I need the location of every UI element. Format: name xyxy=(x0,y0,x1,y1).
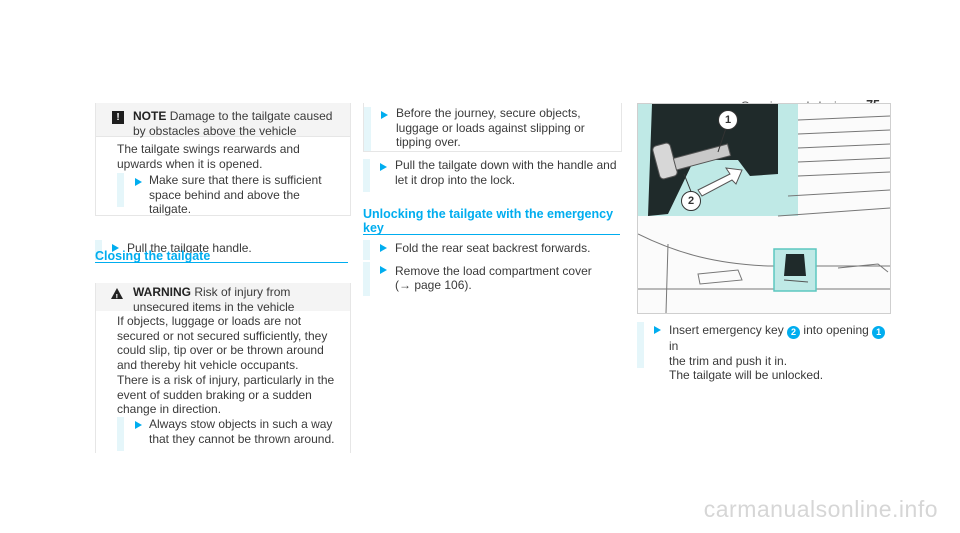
marker-1-icon: 1 xyxy=(718,110,738,130)
rear-slats xyxy=(777,115,890,217)
closing-heading: Closing the tailgate xyxy=(95,249,211,263)
insert-text-2: into opening xyxy=(803,323,869,337)
key-blade xyxy=(672,143,732,171)
warning-box: ! WARNING Risk of injury from unsecured … xyxy=(95,283,351,453)
warning-title: WARNING Risk of injury from unsecured it… xyxy=(133,285,348,314)
warning-continued-box: Before the journey, secure objects, lugg… xyxy=(363,103,622,152)
step-bar xyxy=(117,173,124,207)
note-step: Make sure that there is sufficient space… xyxy=(149,173,322,216)
step-arrow-icon xyxy=(135,421,142,429)
warning-step: Always stow objects in such a way that t… xyxy=(149,417,335,446)
insert-text-3: in xyxy=(669,339,679,353)
warning-triangle-icon xyxy=(111,288,123,299)
unlocking-heading-rule xyxy=(363,234,620,235)
figure-illustration xyxy=(638,104,890,313)
note-title-text: Damage to the tailgate caused by obstacl… xyxy=(133,109,333,138)
step-bar xyxy=(363,240,370,260)
warning-title-text: Risk of injury from unsecured items in t… xyxy=(133,285,295,314)
step-fold-backrest: Fold the rear seat backrest forwards. xyxy=(395,241,591,255)
marker-key-icon: 2 xyxy=(787,326,801,339)
note-box: ! NOTE Damage to the tailgate caused by … xyxy=(95,103,351,216)
step-pull-down: Pull the tailgate down with the handle a… xyxy=(395,158,617,187)
insert-arrow-icon xyxy=(697,167,743,197)
step-arrow-icon xyxy=(380,163,387,171)
step-arrow-icon xyxy=(654,326,661,334)
step-bar xyxy=(363,262,370,296)
insert-text-line3: The tailgate will be unlocked. xyxy=(669,368,824,382)
note-title: NOTE Damage to the tailgate caused by ob… xyxy=(133,109,348,138)
unlocking-heading: Unlocking the tailgate with the emergenc… xyxy=(363,207,614,235)
step-arrow-icon xyxy=(112,244,119,252)
insert-text-line2: the trim and push it in. xyxy=(669,353,788,368)
watermark: carmanualsonline.info xyxy=(703,496,938,522)
step-bar xyxy=(117,417,124,451)
callout-line xyxy=(717,127,727,153)
emergency-key-figure: 1 2 xyxy=(637,103,891,314)
page-reference-link[interactable]: (→ page 106). xyxy=(395,278,472,292)
step-arrow-icon xyxy=(380,244,387,252)
note-body: The tailgate swings rearwards and upward… xyxy=(117,142,300,171)
lock-base xyxy=(783,279,809,283)
step-arrow-icon xyxy=(381,111,388,119)
step-pull-handle: Pull the tailgate handle. xyxy=(127,241,252,255)
step-bar xyxy=(364,107,371,151)
note-label: NOTE xyxy=(133,109,167,123)
warning-label: WARNING xyxy=(133,285,191,299)
step-secure-objects: Before the journey, secure objects, lugg… xyxy=(396,106,585,149)
step-bar xyxy=(637,322,644,368)
step-remove-cover: Remove the load compartment cover xyxy=(395,264,592,278)
closing-heading-rule xyxy=(95,262,348,263)
callout-line xyxy=(683,173,693,195)
step-insert-key: Insert emergency key 2 into opening 1 in… xyxy=(669,323,894,383)
note-header: ! NOTE Damage to the tailgate caused by … xyxy=(96,103,350,138)
step-arrow-icon xyxy=(135,178,142,186)
bumper-lines xyxy=(638,233,890,313)
step-arrow-icon xyxy=(380,266,387,274)
step-bar xyxy=(95,240,102,260)
lock-opening xyxy=(784,254,806,276)
exclamation-icon: ! xyxy=(112,111,124,124)
warning-para-2: There is a risk of injury, particularly … xyxy=(117,373,335,416)
warning-mark: ! xyxy=(115,293,119,302)
marker-opening-icon: 1 xyxy=(872,326,886,339)
insert-text-1: Insert emergency key xyxy=(669,323,784,337)
step-bar xyxy=(363,159,370,192)
warning-header: ! WARNING Risk of injury from unsecured … xyxy=(96,283,350,314)
warning-para-1: If objects, luggage or loads are not sec… xyxy=(117,314,328,372)
figure-marker-2: 2 xyxy=(681,190,701,211)
marker-2-icon: 2 xyxy=(681,191,701,211)
figure-marker-1: 1 xyxy=(718,109,738,130)
